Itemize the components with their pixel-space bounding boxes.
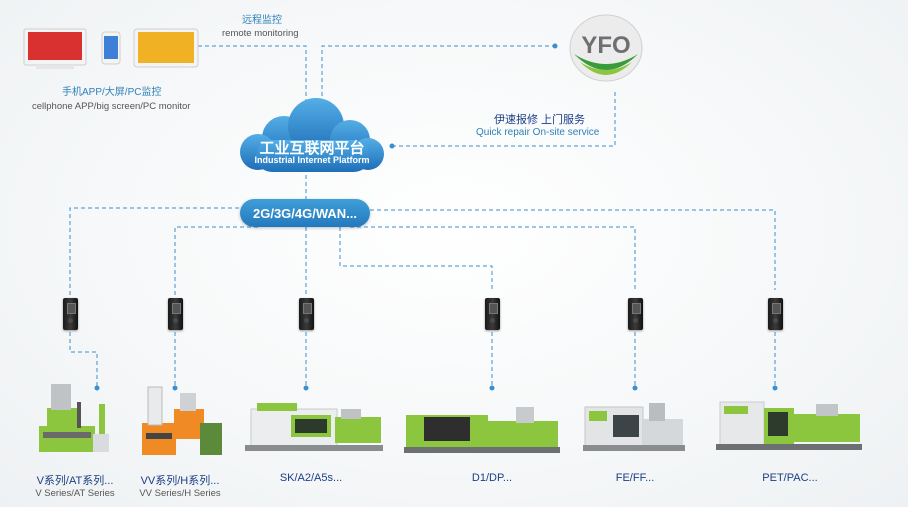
remote-label-cn: 远程监控 — [242, 15, 282, 26]
machine-v-series-icon — [39, 384, 109, 452]
gateway-device-icon — [299, 298, 314, 330]
machine-label: PET/PAC... — [762, 472, 818, 484]
machine-sublabel: VV Series/H Series — [139, 488, 221, 499]
machine-sublabel: V Series/AT Series — [35, 488, 115, 499]
gateway-device-icon — [628, 298, 643, 330]
client-label-cn: 手机APP/大屏/PC监控 — [62, 87, 162, 98]
gateway-device-icon — [168, 298, 183, 330]
cloud-platform-icon — [240, 98, 384, 172]
machine-d1-series-icon — [404, 407, 560, 453]
gateway-device-icon — [768, 298, 783, 330]
yfo-logo: YFO — [569, 14, 643, 82]
cloud-label-en: Industrial Internet Platform — [254, 155, 370, 165]
machine-label: FE/FF... — [615, 472, 655, 484]
machine-label: V系列/AT系列... — [36, 475, 114, 487]
machine-label: D1/DP... — [471, 472, 513, 484]
client-label-en: cellphone APP/big screen/PC monitor — [32, 101, 191, 112]
machine-vv-series-icon — [142, 386, 222, 455]
remote-label-en: remote monitoring — [222, 28, 299, 39]
gateway-device-icon — [485, 298, 500, 330]
client-devices-icon — [23, 28, 199, 69]
cloud-label-cn: 工业互联网平台 — [259, 140, 365, 157]
machine-sk-series-icon — [245, 403, 383, 451]
machine-label: SK/A2/A5s... — [279, 472, 343, 484]
repair-label-en: Quick repair On-site service — [476, 127, 600, 138]
machine-label: VV系列/H系列... — [140, 475, 220, 487]
repair-label-cn: 伊速报修 上门服务 — [494, 114, 586, 126]
machine-pet-series-icon — [716, 401, 862, 450]
yfo-logo-text: YFO — [581, 32, 630, 59]
gateway-device-icon — [63, 298, 78, 330]
machine-fe-series-icon — [583, 403, 685, 451]
network-pill: 2G/3G/4G/WAN... — [240, 199, 370, 227]
